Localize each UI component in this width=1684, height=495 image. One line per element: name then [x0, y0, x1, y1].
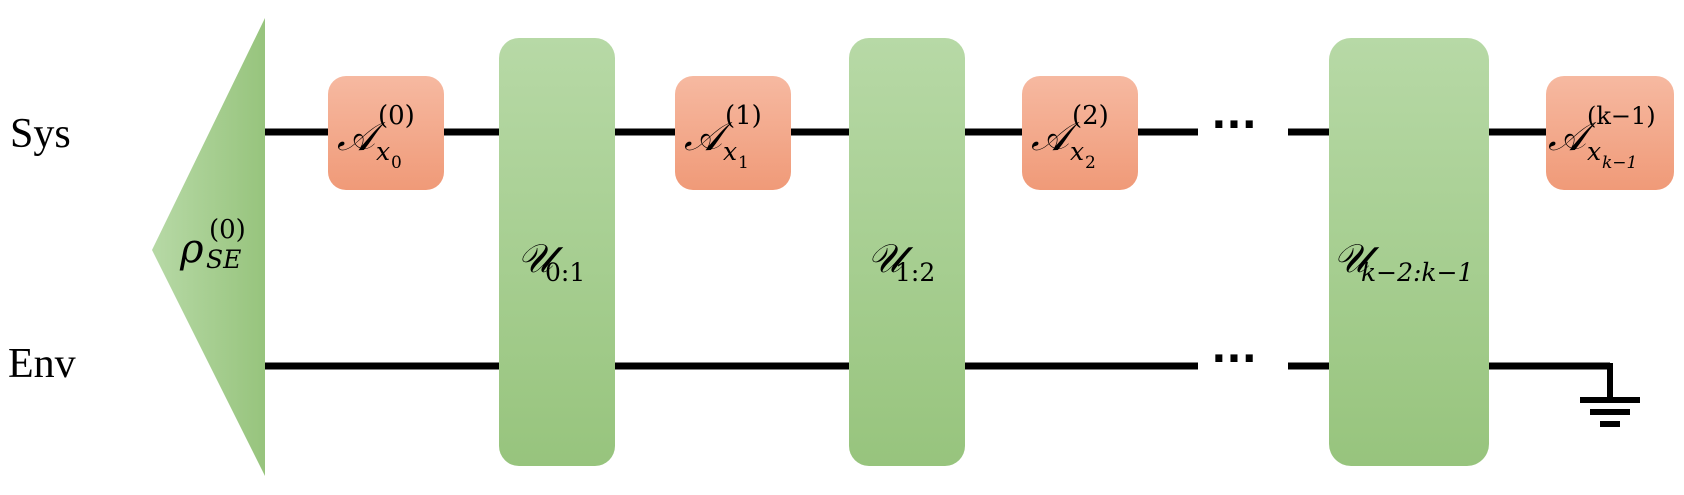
- instrument-subsubscript: k−1: [1602, 153, 1637, 173]
- instrument-subsubscript: 2: [1085, 153, 1096, 173]
- system-ellipsis: ···: [1211, 102, 1257, 148]
- initial-state: ρ (0) SE: [152, 18, 265, 476]
- instrument-2: 𝒜 (2) x 2: [1022, 76, 1138, 190]
- instrument-superscript: (k−1): [1587, 102, 1656, 130]
- unitary-subscript: k−2:k−1: [1361, 258, 1473, 287]
- initial-state-symbol: ρ: [179, 226, 204, 272]
- instrument-subscript: x: [1587, 137, 1601, 166]
- initial-state-subscript: SE: [206, 245, 241, 274]
- system-wire-label: Sys: [10, 111, 71, 157]
- instrument-subsubscript: 0: [391, 153, 402, 173]
- initial-state-superscript: (0): [209, 215, 246, 245]
- instrument-1: 𝒜 (1) x 1: [675, 76, 791, 190]
- instrument-subscript: x: [1070, 137, 1084, 166]
- instrument-superscript: (2): [1072, 101, 1109, 131]
- unitary-k-2-k-1: 𝒰 k−2:k−1: [1329, 38, 1489, 466]
- unitary-subscript: 1:2: [895, 258, 935, 287]
- instrument-subscript: x: [723, 137, 737, 166]
- instrument-k-1: 𝒜 (k−1) x k−1: [1546, 76, 1674, 190]
- environment-ellipsis: ···: [1211, 336, 1257, 382]
- unitary-subscript: 0:1: [545, 258, 585, 287]
- instrument-superscript: (1): [725, 101, 762, 131]
- unitary-0-1: 𝒰 0:1: [499, 38, 615, 466]
- instrument-subsubscript: 1: [738, 153, 749, 173]
- environment-wire-label: Env: [8, 341, 76, 387]
- ground-icon: [1580, 363, 1640, 427]
- unitary-1-2: 𝒰 1:2: [849, 38, 965, 466]
- instrument-0: 𝒜 (0) x 0: [328, 76, 444, 190]
- instrument-superscript: (0): [378, 101, 415, 131]
- instrument-subscript: x: [376, 137, 390, 166]
